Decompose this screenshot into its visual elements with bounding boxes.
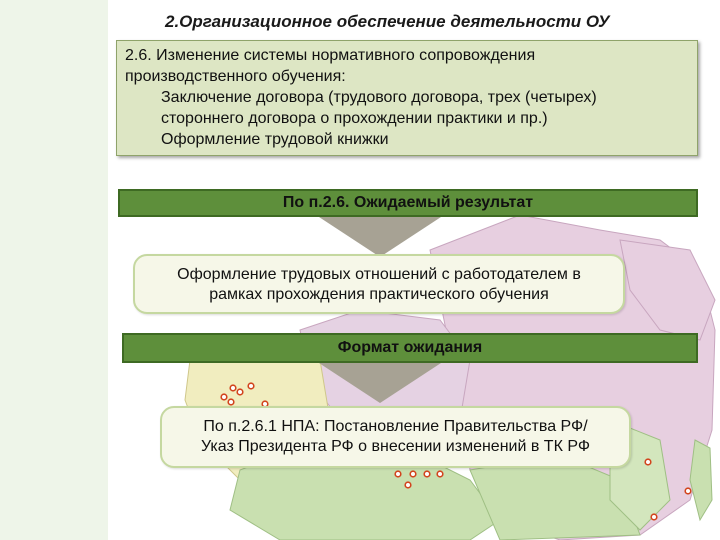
result-line: Указ Президента РФ о внесении изменений …: [200, 438, 590, 455]
info-line: Заключение договора (трудового договора,…: [161, 89, 597, 106]
down-arrow-icon: [319, 217, 441, 257]
map-region-far-east: [619, 239, 716, 341]
slide-title: 2.Организационное обеспечение деятельнос…: [165, 12, 610, 31]
city-marker: [423, 470, 431, 478]
format-header: Формат ожидания: [122, 333, 698, 363]
city-marker: [227, 398, 235, 406]
info-line: производственного обучения:: [125, 68, 346, 85]
info-line: стороннего договора о прохождении практи…: [161, 110, 548, 127]
city-marker: [220, 393, 228, 401]
result-line: По п.2.6.1 НПА: Постановление Правительс…: [203, 418, 588, 435]
map-island: [689, 439, 713, 522]
city-marker: [394, 470, 402, 478]
normative-support-box: 2.6. Изменение системы нормативного сопр…: [116, 40, 698, 156]
city-marker: [247, 382, 255, 390]
city-marker: [404, 481, 412, 489]
city-marker: [229, 384, 237, 392]
info-line: Оформление трудовой книжки: [161, 131, 389, 148]
expected-result-box: Оформление трудовых отношений с работода…: [133, 254, 625, 314]
left-decorative-strip: [0, 0, 108, 540]
info-line: 2.6. Изменение системы нормативного сопр…: [125, 47, 536, 64]
city-markers: [220, 382, 692, 521]
expected-result-header: По п.2.6. Ожидаемый результат: [118, 189, 698, 217]
format-result-box: По п.2.6.1 НПА: Постановление Правительс…: [160, 406, 631, 468]
result-line: Оформление трудовых отношений с работода…: [177, 266, 581, 283]
city-marker: [236, 388, 244, 396]
down-arrow-icon: [319, 363, 441, 403]
result-line: рамках прохождения практического обучени…: [209, 286, 549, 303]
city-marker: [409, 470, 417, 478]
city-marker: [684, 487, 692, 495]
city-marker: [644, 458, 652, 466]
city-marker: [650, 513, 658, 521]
city-marker: [436, 470, 444, 478]
